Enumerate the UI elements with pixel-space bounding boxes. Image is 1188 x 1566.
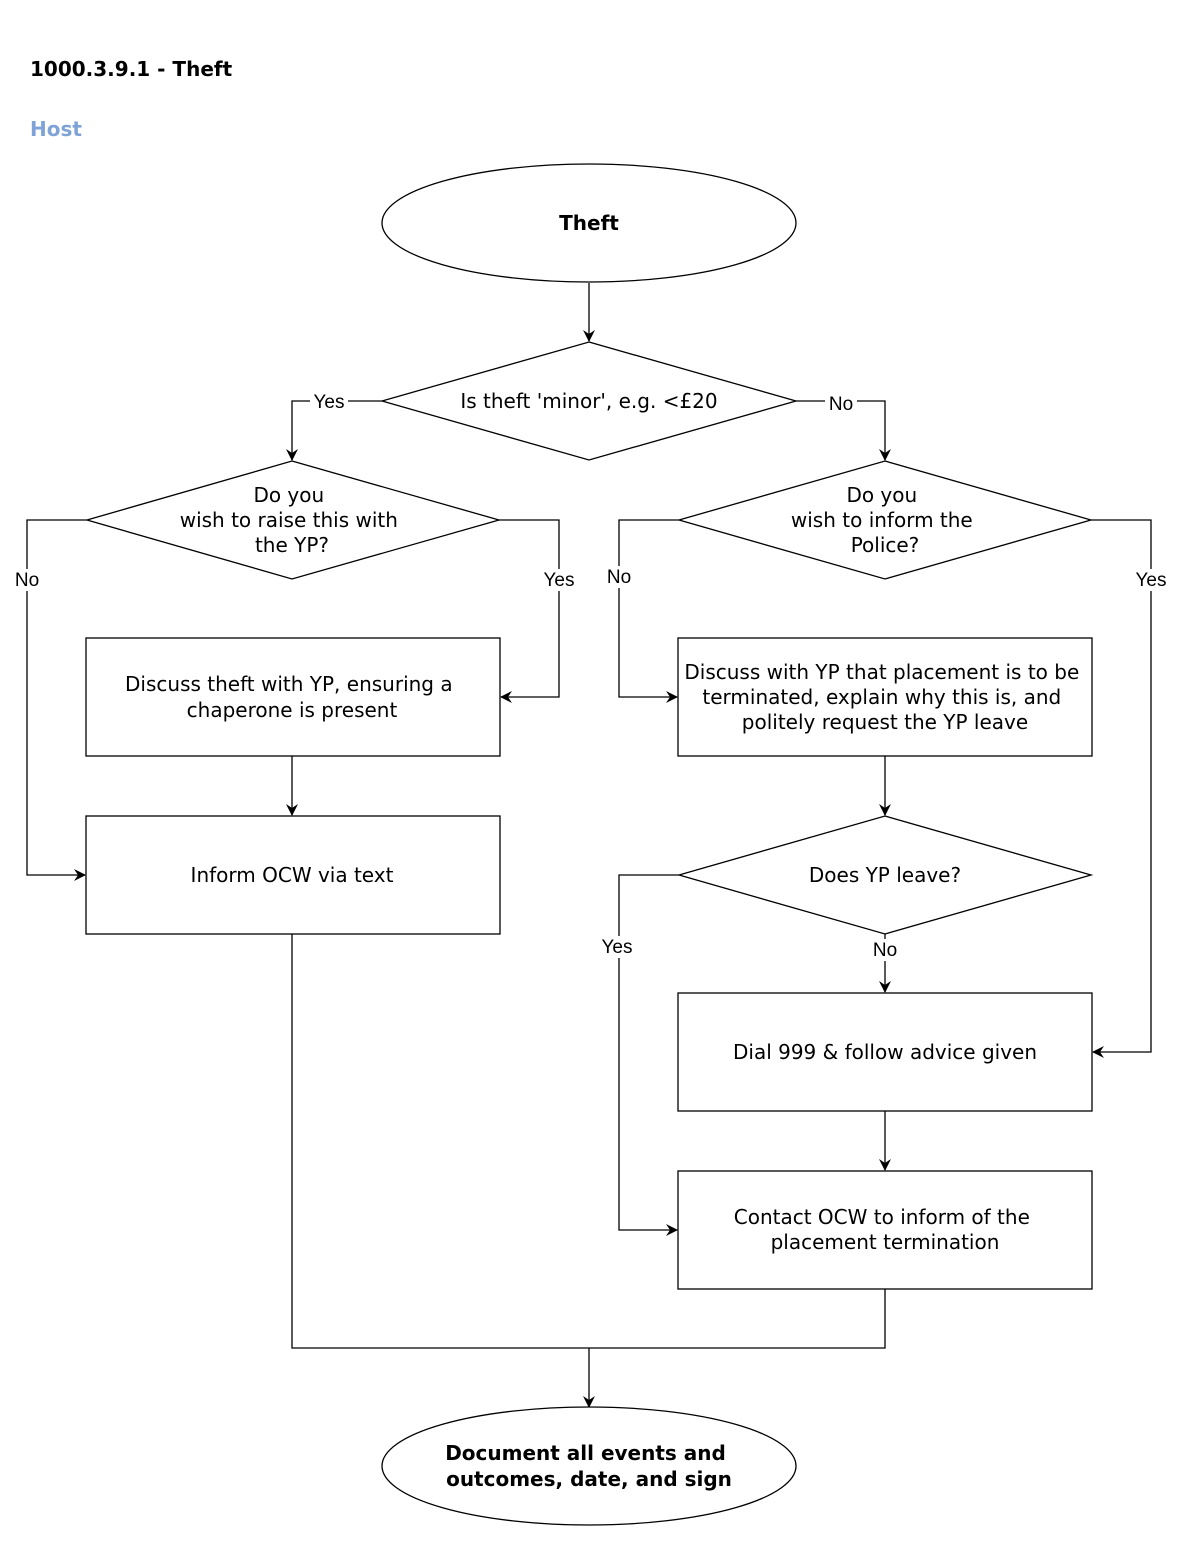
page-subtitle: Host <box>30 117 82 141</box>
edge-raise-no <box>26 519 87 881</box>
node-start: Theft <box>381 163 797 283</box>
node-q-raise: Do you wish to raise this with the YP? <box>84 460 502 580</box>
node-discuss-theft-line-1: Discuss theft with YP, ensuring a <box>125 672 453 696</box>
node-discuss-theft-line-2: chaperone is present <box>187 698 398 722</box>
edge-minor-yes <box>286 400 382 461</box>
edge-leave-yes <box>618 874 679 1236</box>
node-inform-ocw: Inform OCW via text <box>85 815 501 935</box>
node-contact-ocw: Contact OCW to inform of the placement t… <box>677 1170 1093 1290</box>
node-q-raise-line-2: wish to raise this with <box>180 508 398 532</box>
svg-text:Inform OCW via text: Inform OCW via text <box>191 863 394 887</box>
node-q-police-line-1: Do you <box>846 483 917 507</box>
svg-text:Does YP leave?: Does YP leave? <box>809 863 961 887</box>
edge-label-police-yes: Yes <box>1136 570 1167 591</box>
svg-text:Dial 999 & follow advice given: Dial 999 & follow advice given <box>733 1040 1037 1064</box>
svg-text:Do you wish to raise thi: Do you wish to raise this with the YP? <box>180 483 405 557</box>
node-discuss-theft: Discuss theft with YP, ensuring a chaper… <box>85 637 501 757</box>
svg-text:Is theft 'minor', e.g. <£20: Is theft 'minor', e.g. <£20 <box>460 389 717 413</box>
node-q-police: Do you wish to inform the Police? <box>676 460 1094 580</box>
edge-label-leave-no: No <box>873 940 897 961</box>
node-discuss-terminate: Discuss with YP that placement is to be … <box>677 637 1093 757</box>
node-discuss-terminate-line-1: Discuss with YP that placement is to be <box>684 660 1079 684</box>
node-dial-999-line-1: Dial 999 & follow advice given <box>733 1040 1037 1064</box>
svg-text:Theft: Theft <box>559 211 619 235</box>
edge-label-leave-yes: Yes <box>602 937 633 958</box>
node-q-minor: Is theft 'minor', e.g. <£20 <box>379 341 799 461</box>
svg-text:Document all events and: Document all events and outcomes, date, … <box>445 1441 733 1491</box>
node-q-raise-line-3: the YP? <box>255 533 329 557</box>
node-end: Document all events and outcomes, date, … <box>381 1406 797 1526</box>
edge-raise-yes <box>499 519 560 703</box>
edge-label-raise-no: No <box>15 570 39 591</box>
node-q-police-line-2: wish to inform the <box>791 508 973 532</box>
node-q-leave: Does YP leave? <box>676 815 1094 935</box>
svg-text:Contact OCW to inform of the: Contact OCW to inform of the placement t… <box>734 1205 1036 1254</box>
node-q-minor-line-1: Is theft 'minor', e.g. <£20 <box>460 389 717 413</box>
node-dial-999: Dial 999 & follow advice given <box>677 992 1093 1112</box>
node-q-raise-line-1: Do you <box>253 483 324 507</box>
page-title: 1000.3.9.1 - Theft <box>30 57 233 81</box>
edge-labels: Yes No No Yes No Yes Yes No <box>11 390 1170 961</box>
edge-label-police-no: No <box>607 567 631 588</box>
edge-police-no <box>618 519 679 703</box>
node-q-leave-line-1: Does YP leave? <box>809 863 961 887</box>
node-discuss-terminate-line-3: politely request the YP leave <box>742 710 1028 734</box>
node-q-police-line-3: Police? <box>851 533 920 557</box>
node-contact-ocw-line-1: Contact OCW to inform of the <box>734 1205 1030 1229</box>
svg-text:Do you wish to inform th: Do you wish to inform the Police? <box>791 483 979 557</box>
node-discuss-terminate-line-2: terminated, explain why this is, and <box>702 685 1061 709</box>
edge-police-yes <box>1091 519 1152 1058</box>
svg-text:Discuss with YP that placement: Discuss with YP that placement is to be … <box>684 660 1085 734</box>
node-start-line-1: Theft <box>559 211 619 235</box>
svg-text:Discuss theft with YP, ensurin: Discuss theft with YP, ensuring a chaper… <box>125 672 459 722</box>
node-end-line-2: outcomes, date, and sign <box>446 1467 732 1491</box>
edge-label-minor-yes: Yes <box>314 392 345 413</box>
edge-label-minor-no: No <box>829 394 853 415</box>
edge-label-raise-yes: Yes <box>544 570 575 591</box>
edges <box>26 283 1152 1408</box>
node-contact-ocw-line-2: placement termination <box>771 1230 1000 1254</box>
node-end-line-1: Document all events and <box>445 1441 726 1465</box>
node-inform-ocw-line-1: Inform OCW via text <box>191 863 394 887</box>
